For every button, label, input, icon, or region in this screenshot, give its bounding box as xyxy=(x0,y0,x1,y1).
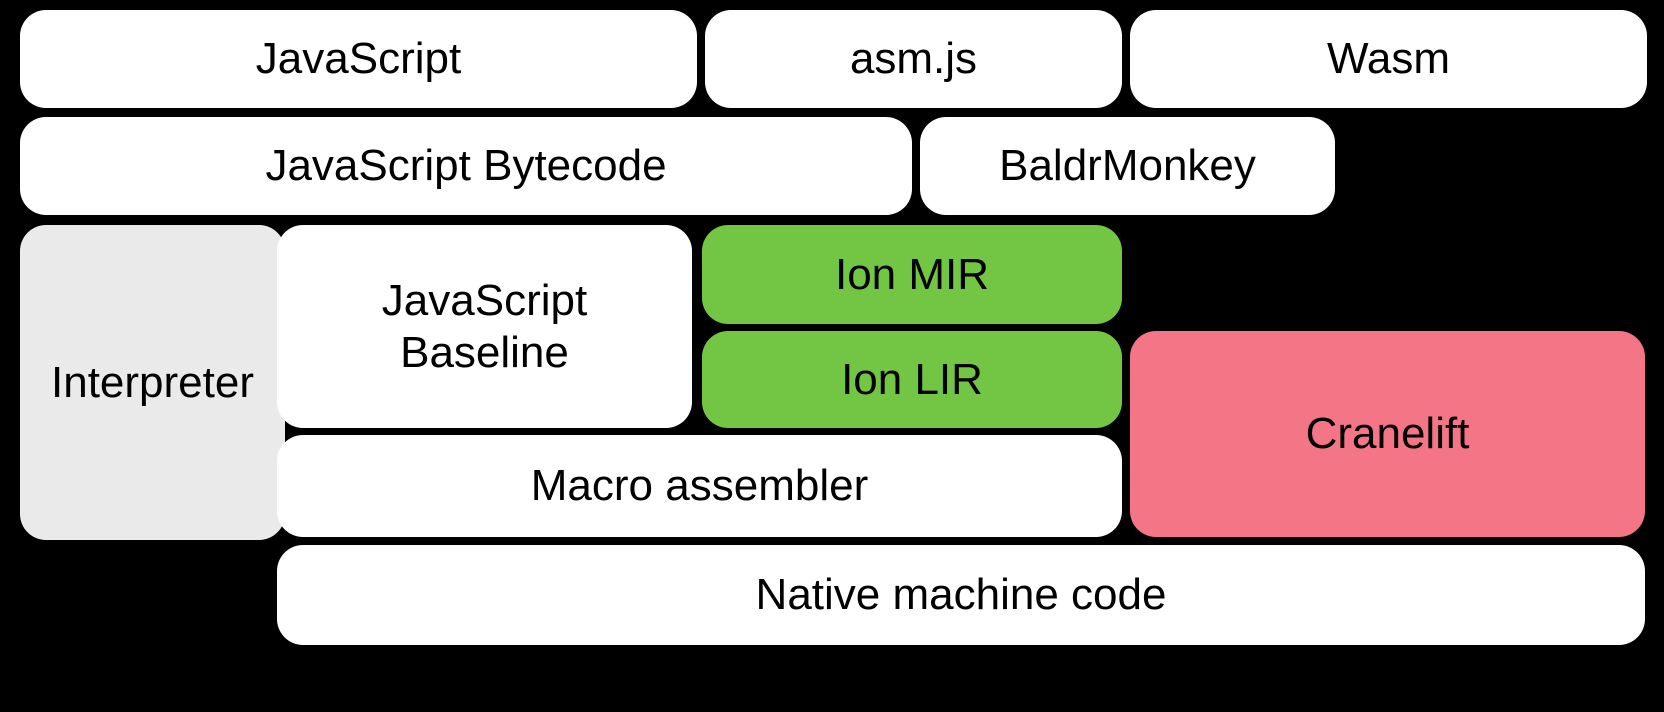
node-ion-lir[interactable]: Ion LIR xyxy=(702,331,1122,428)
node-native-machine-code[interactable]: Native machine code xyxy=(277,545,1645,645)
node-javascript[interactable]: JavaScript xyxy=(20,10,697,108)
node-baldrmonkey[interactable]: BaldrMonkey xyxy=(920,117,1335,215)
node-javascript-bytecode[interactable]: JavaScript Bytecode xyxy=(20,117,912,215)
node-javascript-baseline[interactable]: JavaScript Baseline xyxy=(277,225,692,428)
node-asm-js[interactable]: asm.js xyxy=(705,10,1122,108)
node-interpreter[interactable]: Interpreter xyxy=(20,225,285,540)
node-wasm[interactable]: Wasm xyxy=(1130,10,1647,108)
node-macro-assembler[interactable]: Macro assembler xyxy=(277,435,1122,537)
node-cranelift[interactable]: Cranelift xyxy=(1130,331,1645,537)
node-ion-mir[interactable]: Ion MIR xyxy=(702,225,1122,324)
